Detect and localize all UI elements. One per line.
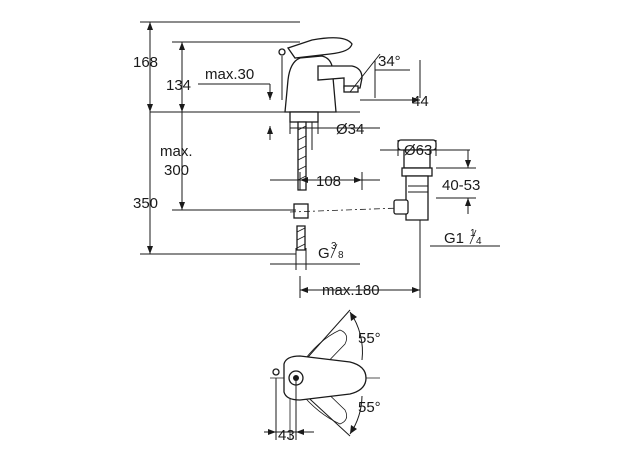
waste-assembly: [393, 139, 437, 221]
faucet-spout: [317, 65, 363, 89]
lever-ghost-down: [299, 383, 348, 425]
dim-supply-thread: G: [318, 245, 330, 262]
dim-spout-group: 34° 44: [349, 53, 429, 110]
linkage-line: [289, 207, 401, 213]
dim-waste-diameter-group: Ø63: [380, 140, 470, 159]
dim-waste-range: 40-53: [442, 177, 480, 194]
mounting-flange: [289, 111, 319, 123]
dim-max-30: max.30: [205, 66, 254, 83]
dim-supply-thread-num: 3: [331, 241, 337, 252]
angle-valve: [293, 203, 309, 219]
dim-height-350: 350: [133, 195, 158, 212]
dim-lever-angle-bottom: 55°: [358, 399, 381, 416]
dim-supply-thread-group: G 3 8: [270, 241, 360, 270]
dim-supply-thread-den: 8: [338, 250, 344, 261]
lever-ghost-up: [299, 329, 348, 373]
faucet-lever: [286, 37, 353, 59]
dim-hole-group: Ø34: [289, 112, 380, 138]
dim-spout-projection: 44: [412, 93, 429, 110]
dim-max-label: max.: [160, 143, 193, 160]
popup-knob: [278, 48, 286, 56]
connector-hatching: [296, 227, 306, 249]
dim-waste-thread: G1: [444, 230, 464, 247]
dim-waste-range-group: 40-53: [436, 150, 480, 214]
dim-spout-angle: 34°: [378, 53, 401, 70]
dim-waste-thread-den: 4: [476, 236, 482, 247]
fraction-slash: [469, 229, 477, 245]
popup-knob-top: [272, 368, 280, 376]
dim-waste-thread-group: G1 1 4: [430, 228, 500, 247]
dim-spout-height: 134: [166, 77, 191, 94]
dim-offset-108: 108: [316, 173, 341, 190]
dim-lever-angle-top: 55°: [358, 330, 381, 347]
dim-max-300: 300: [164, 162, 189, 179]
lever-top-view: [283, 355, 367, 401]
dim-108-group: 108: [270, 172, 380, 190]
dim-waste-diameter: Ø63: [404, 142, 432, 159]
dim-plan-offset: 43: [278, 427, 295, 444]
dim-43-group: 43: [264, 378, 314, 444]
supply-hose-hatching: [297, 125, 307, 181]
dim-max-180: max.180: [322, 282, 380, 299]
dim-hole-diameter: Ø34: [336, 121, 364, 138]
dim-max30-group: max.30: [198, 66, 273, 140]
dim-overall-height: 168: [133, 54, 158, 71]
faucet-body: [284, 55, 337, 113]
waste-pivot: [393, 199, 409, 215]
dim-waste-thread-num: 1: [470, 228, 476, 239]
waste-nut: [401, 167, 433, 177]
waste-tailpiece: [405, 175, 429, 221]
left-dimensions: 168 134 max. 300 350: [133, 21, 300, 255]
fraction-slash: [330, 243, 338, 259]
dim-max180-group: max.180: [299, 220, 421, 299]
faucet-side-view: [150, 37, 401, 251]
aerator: [343, 85, 359, 93]
